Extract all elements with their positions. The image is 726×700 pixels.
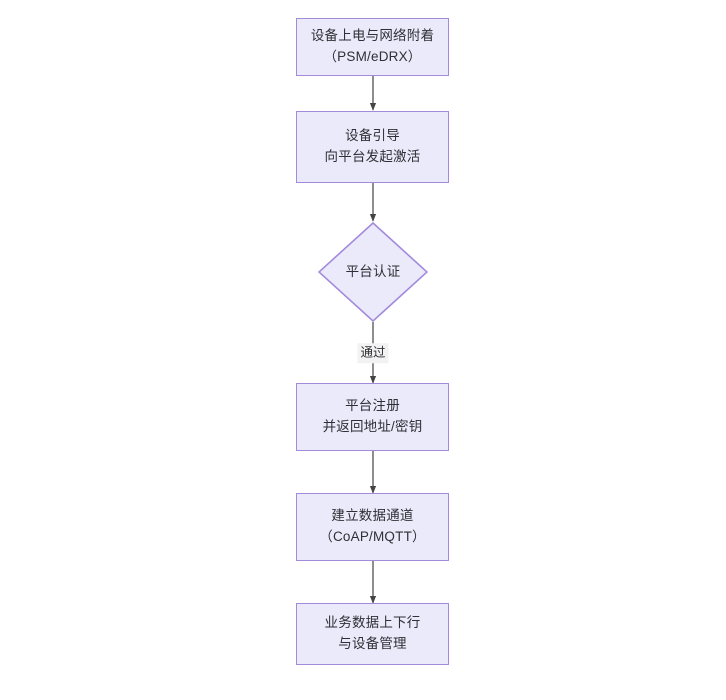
node-label-line1: 平台注册 — [345, 398, 400, 414]
node-device-power-on[interactable]: 设备上电与网络附着 （PSM/eDRX） — [296, 18, 449, 76]
node-label-line1: 设备上电与网络附着 — [310, 28, 435, 44]
node-platform-register[interactable]: 平台注册 并返回地址/密钥 — [296, 383, 449, 451]
node-label-line1: 建立数据通道 — [331, 508, 414, 524]
node-label-line2: （CoAP/MQTT） — [319, 529, 426, 544]
node-label-line1: 业务数据上下行 — [324, 615, 421, 631]
node-business-data[interactable]: 业务数据上下行 与设备管理 — [296, 603, 449, 665]
node-label-line2: （PSM/eDRX） — [323, 49, 422, 64]
node-label-line2: 与设备管理 — [338, 636, 407, 651]
node-data-channel[interactable]: 建立数据通道 （CoAP/MQTT） — [296, 493, 449, 561]
node-label-line1: 设备引导 — [345, 128, 400, 144]
edge-label-pass: 通过 — [357, 343, 389, 363]
node-device-bootstrap[interactable]: 设备引导 向平台发起激活 — [296, 111, 449, 183]
node-label-line2: 并返回地址/密钥 — [322, 419, 423, 434]
node-label-line2: 向平台发起激活 — [324, 149, 421, 164]
diamond-shape — [318, 222, 428, 322]
node-platform-auth[interactable]: 平台认证 — [318, 222, 428, 322]
node-label-line1: 平台认证 — [345, 263, 401, 279]
